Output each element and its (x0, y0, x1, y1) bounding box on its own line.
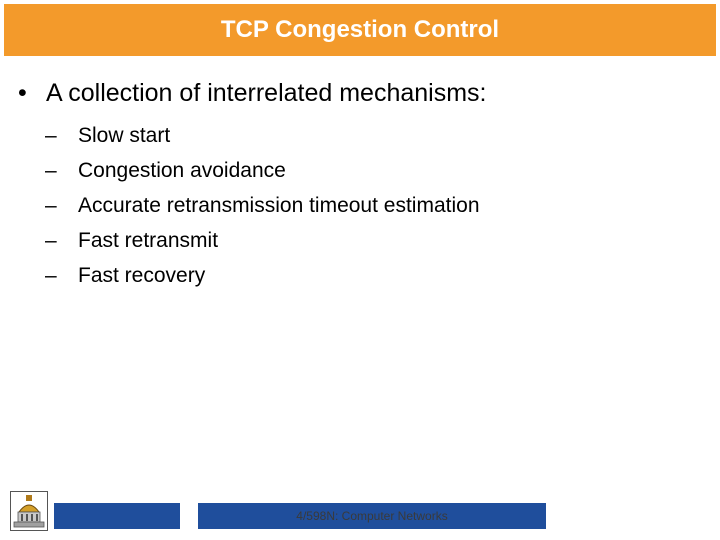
main-bullet-text: A collection of interrelated mechanisms: (46, 79, 487, 107)
main-bullet: • A collection of interrelated mechanisms… (18, 79, 487, 108)
dash-icon: – (45, 228, 57, 252)
dash-icon: – (45, 193, 57, 217)
sub-bullet-text: Congestion avoidance (78, 158, 286, 182)
footer-course-text: 4/598N: Computer Networks (296, 509, 448, 523)
sub-bullet-text: Fast recovery (78, 263, 206, 287)
slide-title: TCP Congestion Control (220, 16, 500, 43)
sub-bullet-text: Slow start (78, 123, 171, 147)
dome-logo-icon (10, 491, 48, 531)
sub-bullet-text: Accurate retransmission timeout estimati… (78, 193, 480, 217)
sub-bullet-item: –Slow start (45, 118, 480, 153)
title-bar: TCP Congestion Control (4, 4, 716, 56)
footer-bar-left (54, 503, 180, 529)
dash-icon: – (45, 158, 57, 182)
sub-bullet-text: Fast retransmit (78, 228, 219, 252)
sub-bullet-item: –Congestion avoidance (45, 153, 480, 188)
bullet-icon: • (18, 79, 27, 107)
dash-icon: – (45, 263, 57, 287)
sub-bullet-list: –Slow start –Congestion avoidance –Accur… (45, 118, 480, 293)
dash-icon: – (45, 123, 57, 147)
sub-bullet-item: –Fast retransmit (45, 223, 480, 258)
sub-bullet-item: –Accurate retransmission timeout estimat… (45, 188, 480, 223)
sub-bullet-item: –Fast recovery (45, 258, 480, 293)
footer-bar-right: 4/598N: Computer Networks (198, 503, 546, 529)
